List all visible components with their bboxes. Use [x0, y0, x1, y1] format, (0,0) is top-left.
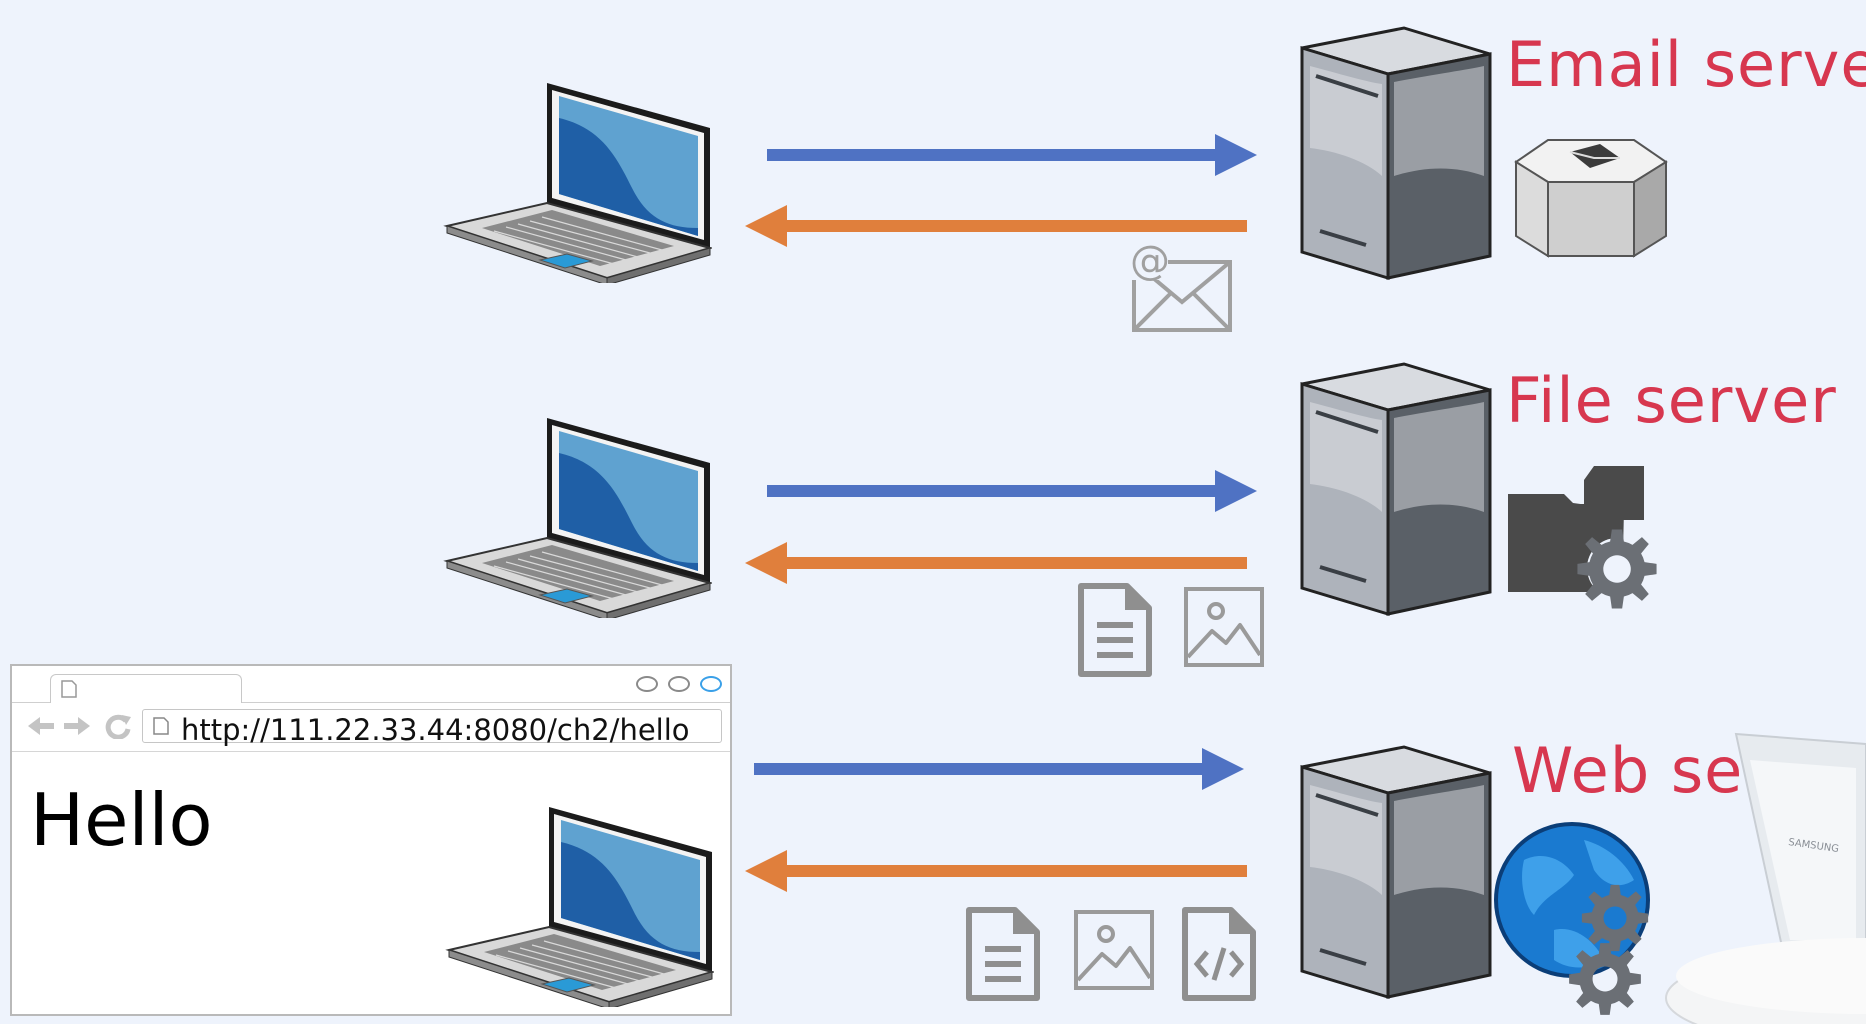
server-tower-icon: [1296, 26, 1496, 281]
envelope-at-icon: @: [1128, 240, 1232, 332]
page-icon: [61, 680, 77, 698]
reload-icon[interactable]: [104, 713, 132, 739]
image-icon: [1182, 585, 1266, 669]
laptop-icon: [444, 802, 714, 1007]
server-tower-icon: [1296, 745, 1496, 1000]
response-arrow: [745, 542, 1247, 584]
document-icon: [1074, 580, 1156, 680]
browser-tab[interactable]: [50, 674, 242, 703]
document-icon: [962, 904, 1044, 1004]
window-minimize-button[interactable]: [636, 676, 658, 692]
back-arrow-icon[interactable]: [26, 715, 56, 737]
page-icon: [153, 717, 169, 735]
address-bar[interactable]: http://111.22.33.44:8080/ch2/hello: [142, 709, 722, 747]
laptop-icon: [442, 78, 712, 283]
response-arrow: [745, 850, 1247, 892]
globe-gear-icon: [1494, 822, 1650, 1015]
page-content-text: Hello: [30, 778, 213, 862]
folder-gear-icon: [1508, 466, 1657, 609]
server-tower-icon: [1296, 362, 1496, 617]
tablet-device-image: SAMSUNG: [1665, 732, 1866, 1024]
svg-text:@: @: [1130, 240, 1170, 284]
forward-arrow-icon[interactable]: [62, 715, 92, 737]
url-text: http://111.22.33.44:8080/ch2/hello: [181, 713, 690, 747]
code-file-icon: [1178, 904, 1260, 1004]
response-arrow: [745, 205, 1247, 247]
browser-tab-bar: [12, 666, 730, 703]
web-server-label: Web ser: [1512, 734, 1770, 807]
request-arrow: [767, 134, 1257, 176]
request-arrow: [767, 470, 1257, 512]
request-arrow: [754, 748, 1244, 790]
email-server-label: Email server: [1506, 28, 1866, 101]
browser-toolbar: http://111.22.33.44:8080/ch2/hello: [12, 703, 730, 752]
mail-module-icon: [1514, 139, 1668, 258]
window-maximize-button[interactable]: [668, 676, 690, 692]
file-server-label: File server: [1506, 364, 1837, 437]
image-icon: [1072, 908, 1156, 992]
laptop-icon: [442, 413, 712, 618]
window-close-button[interactable]: [700, 676, 722, 692]
